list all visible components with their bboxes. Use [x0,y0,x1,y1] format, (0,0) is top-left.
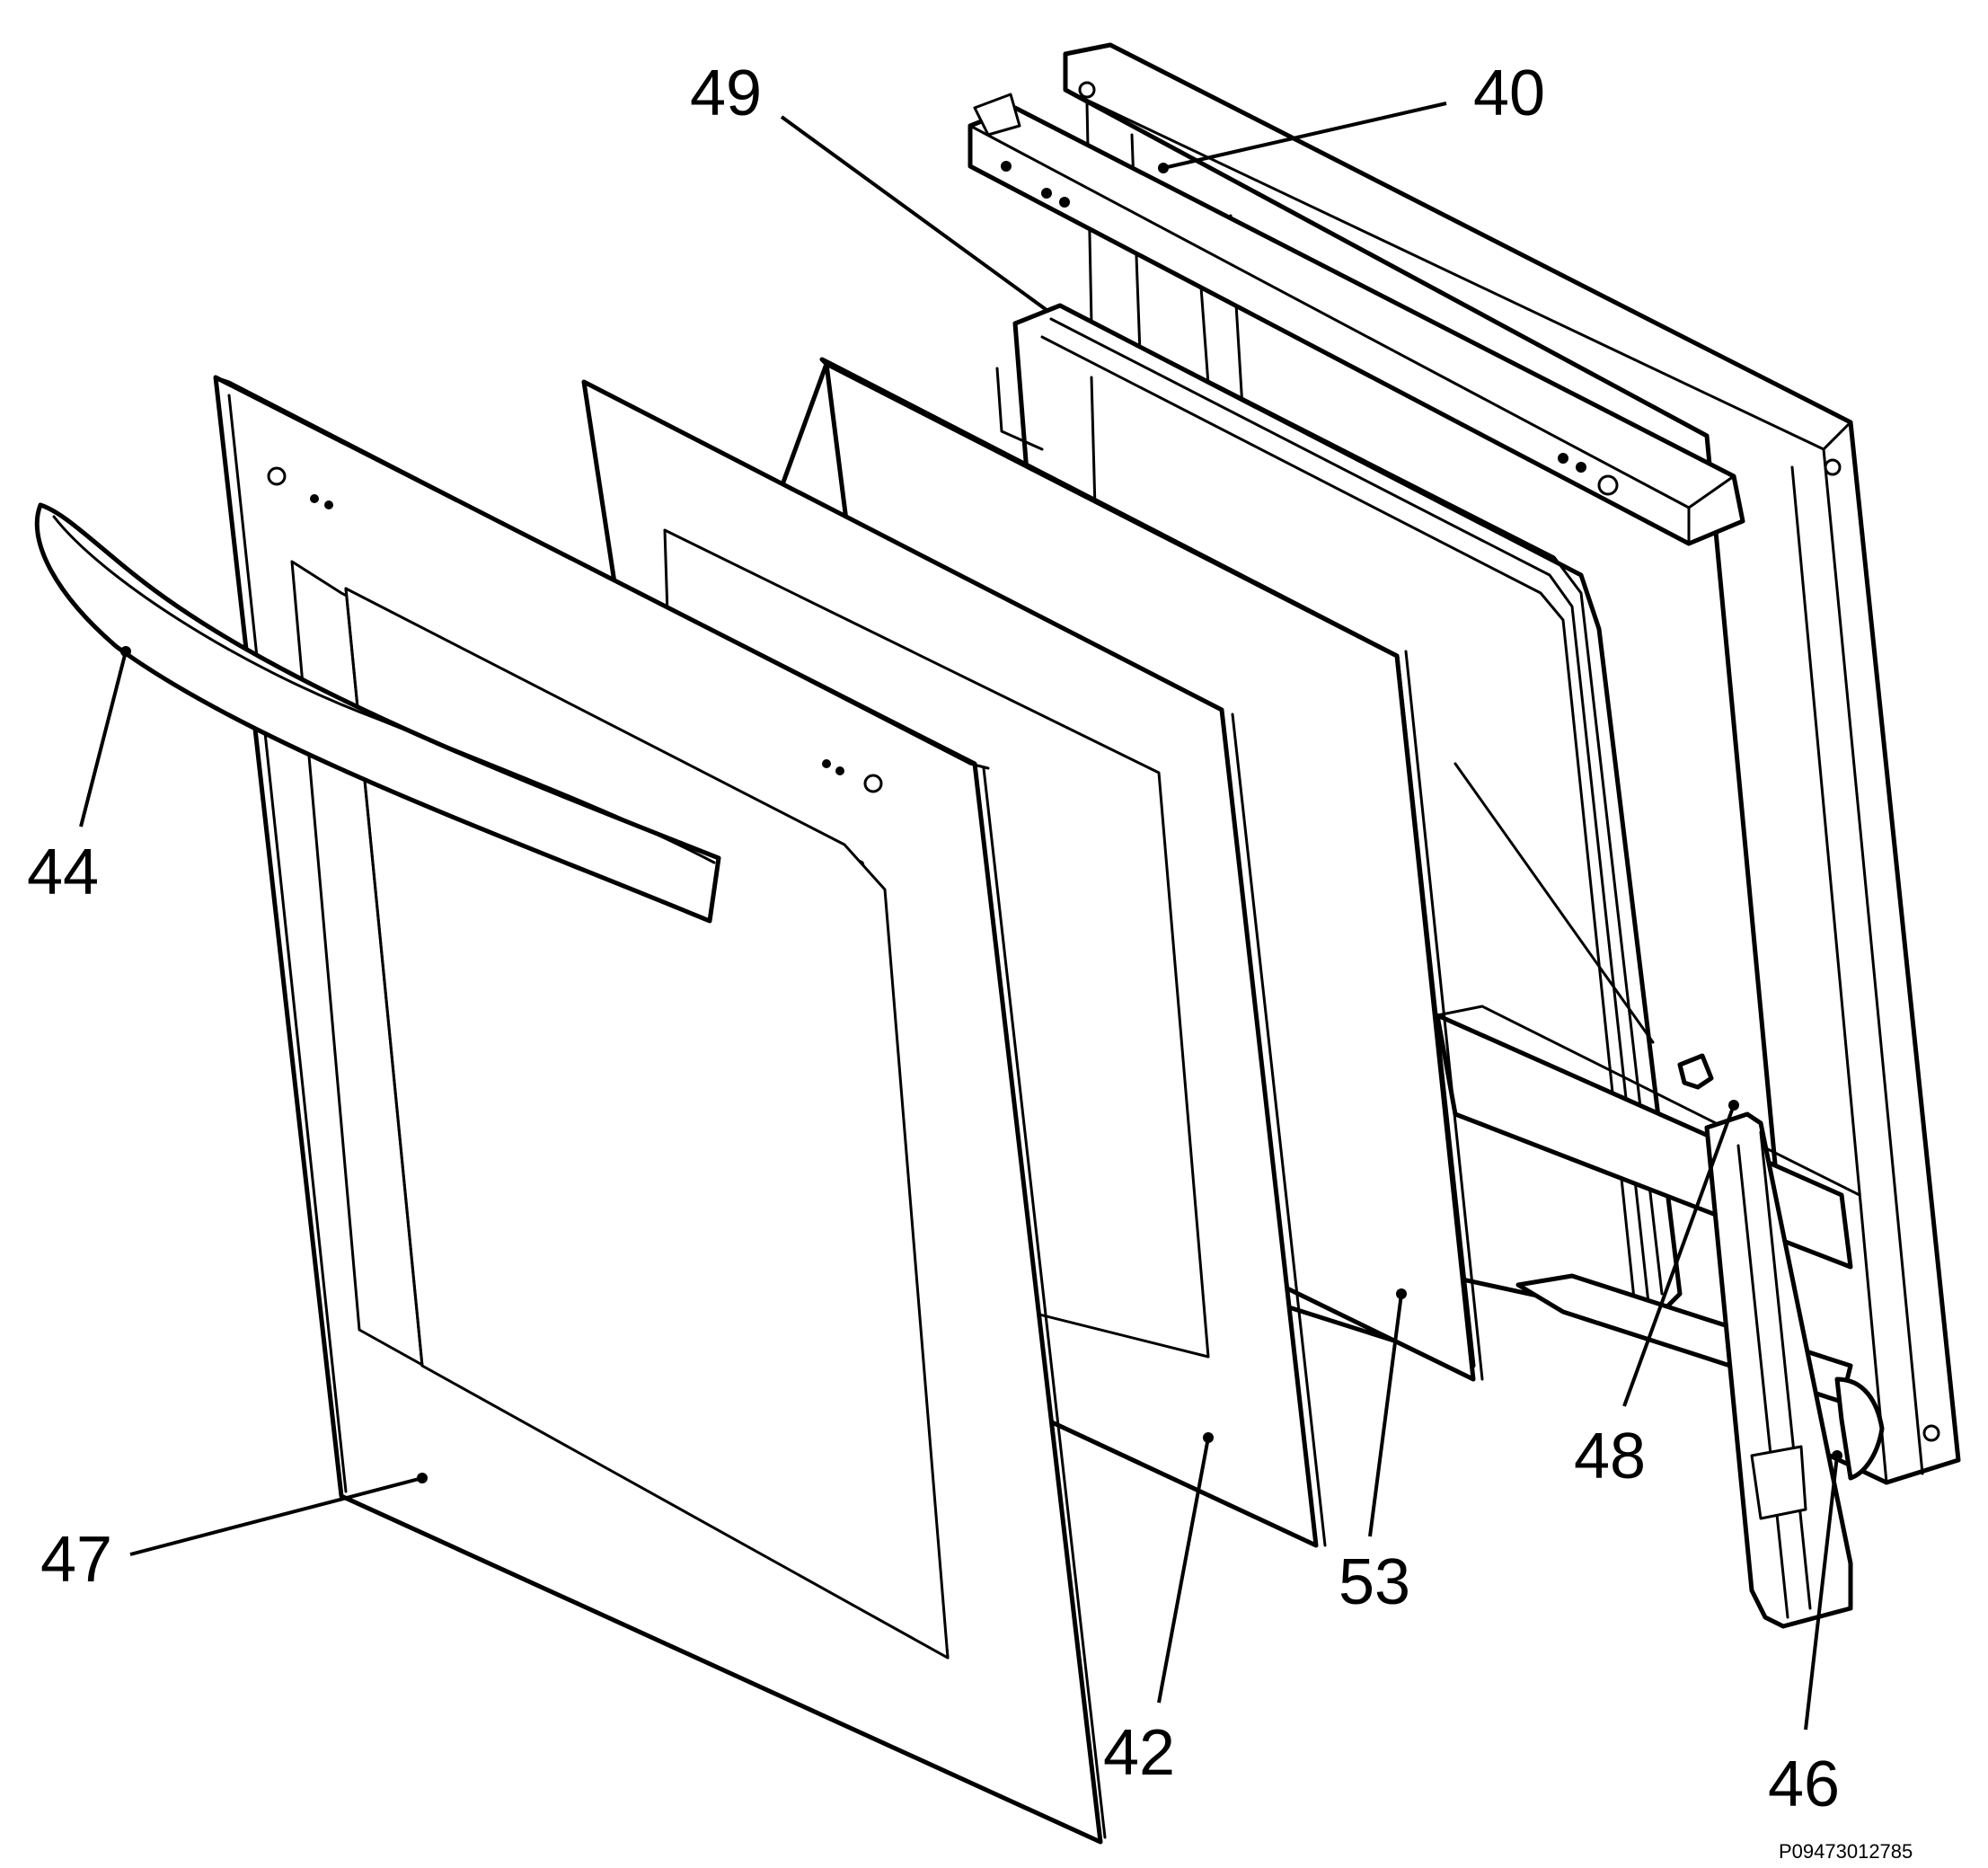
callout-48: 48 [1574,1421,1646,1492]
inner-door-frame-40 [1063,42,1961,1485]
callout-40: 40 [1473,58,1545,129]
hinge-46 [1704,1111,1885,1629]
top-bracket-rail [967,93,1745,546]
callout-47: 47 [40,1524,112,1596]
callout-49: 49 [690,58,762,129]
callout-44: 44 [27,837,99,908]
callout-46: 46 [1768,1748,1840,1820]
drawing-id: P09473012785 [1779,1840,1913,1863]
callout-42: 42 [1103,1717,1175,1789]
callout-53: 53 [1339,1546,1410,1618]
door-handle-44 [34,502,721,924]
clip-48 [1677,1053,1714,1090]
leader-lines [79,102,1842,1731]
